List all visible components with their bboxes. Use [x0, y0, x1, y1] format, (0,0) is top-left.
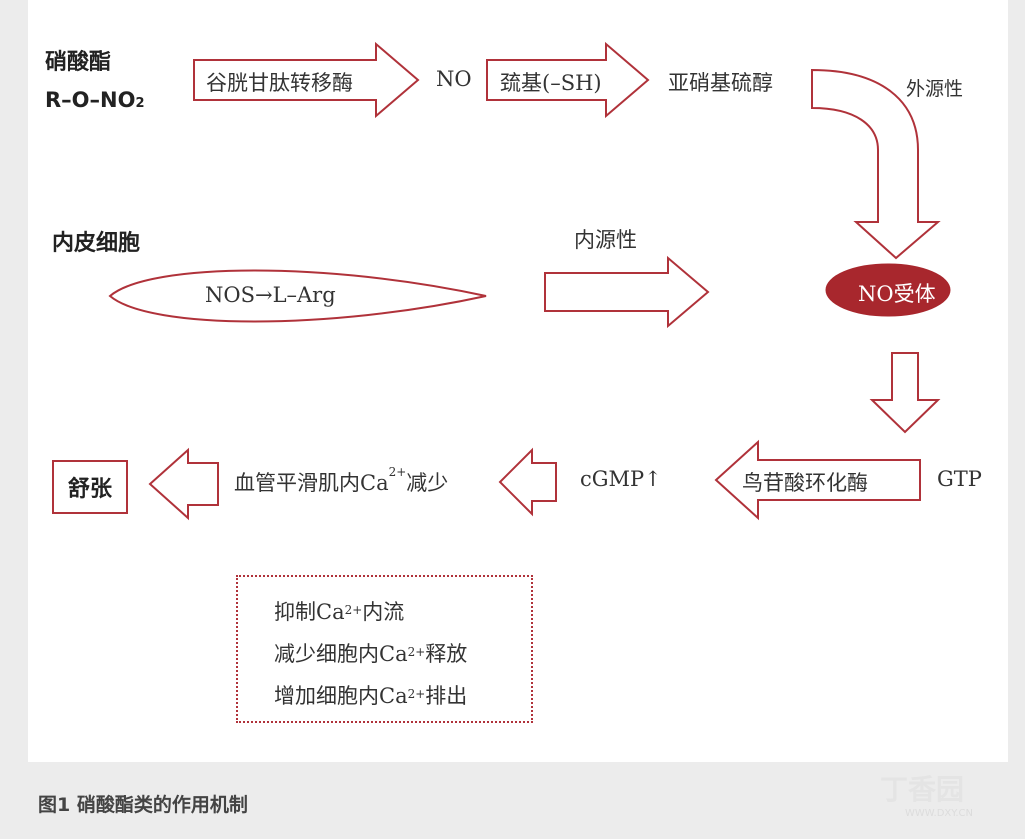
- relax-box: 舒张: [52, 460, 128, 514]
- label-smooth-muscle: 血管平滑肌内Ca2+减少: [234, 465, 449, 497]
- label-guanylate: 鸟苷酸环化酶: [742, 471, 868, 495]
- arrow-exogenous: [811, 68, 941, 260]
- arrow-endogenous: [544, 255, 710, 329]
- nitrate-title: 硝酸酯: [45, 50, 112, 75]
- arrow-down: [869, 352, 941, 434]
- watermark-url: WWW.DXY.CN: [905, 808, 973, 819]
- relax-label: 舒张: [67, 477, 112, 502]
- note-line: 抑制Ca2+内流: [274, 600, 405, 624]
- label-exogenous: 外源性: [906, 78, 964, 100]
- label-gtp: GTP: [937, 467, 982, 491]
- smooth-muscle-text: 血管平滑肌内Ca: [234, 471, 389, 495]
- arrow-guanylate: [714, 439, 921, 521]
- label-endogenous: 内源性: [574, 228, 637, 252]
- label-cgmp: cGMP↑: [580, 467, 662, 491]
- note-line: 减少细胞内Ca2+释放: [274, 642, 468, 666]
- formula-subscript: 2: [135, 96, 145, 111]
- formula-text: R–O–NO: [45, 88, 136, 112]
- label-nos: NOS→L–Arg: [205, 283, 336, 307]
- ellipse-nos: [108, 269, 487, 323]
- no-receptor-ellipse: [825, 263, 951, 317]
- smooth-muscle-sup: 2+: [388, 465, 407, 479]
- watermark-logo: 丁香园: [880, 773, 965, 806]
- figure-caption: 图1 硝酸酯类的作用机制: [38, 794, 248, 816]
- label-no: NO: [436, 67, 472, 91]
- endothelium-title: 内皮细胞: [52, 231, 141, 256]
- notes-box: 抑制Ca2+内流 减少细胞内Ca2+释放 增加细胞内Ca2+排出: [236, 575, 533, 723]
- arrow-thiol: [486, 41, 650, 119]
- arrow-glutathione: [193, 41, 420, 119]
- arrow-cgmp: [498, 447, 557, 517]
- label-thiol: 巯基(–SH): [500, 71, 602, 95]
- label-glutathione: 谷胱甘肽转移酶: [206, 71, 353, 95]
- smooth-muscle-post: 减少: [406, 471, 449, 495]
- diagram-panel: [28, 0, 1008, 762]
- nitrate-formula: R–O–NO2: [45, 88, 145, 112]
- note-line: 增加细胞内Ca2+排出: [274, 684, 468, 708]
- arrow-relax: [148, 447, 219, 521]
- label-s-nitrosothiol: 亚硝基硫醇: [668, 71, 773, 95]
- label-receptor: NO受体: [858, 282, 936, 306]
